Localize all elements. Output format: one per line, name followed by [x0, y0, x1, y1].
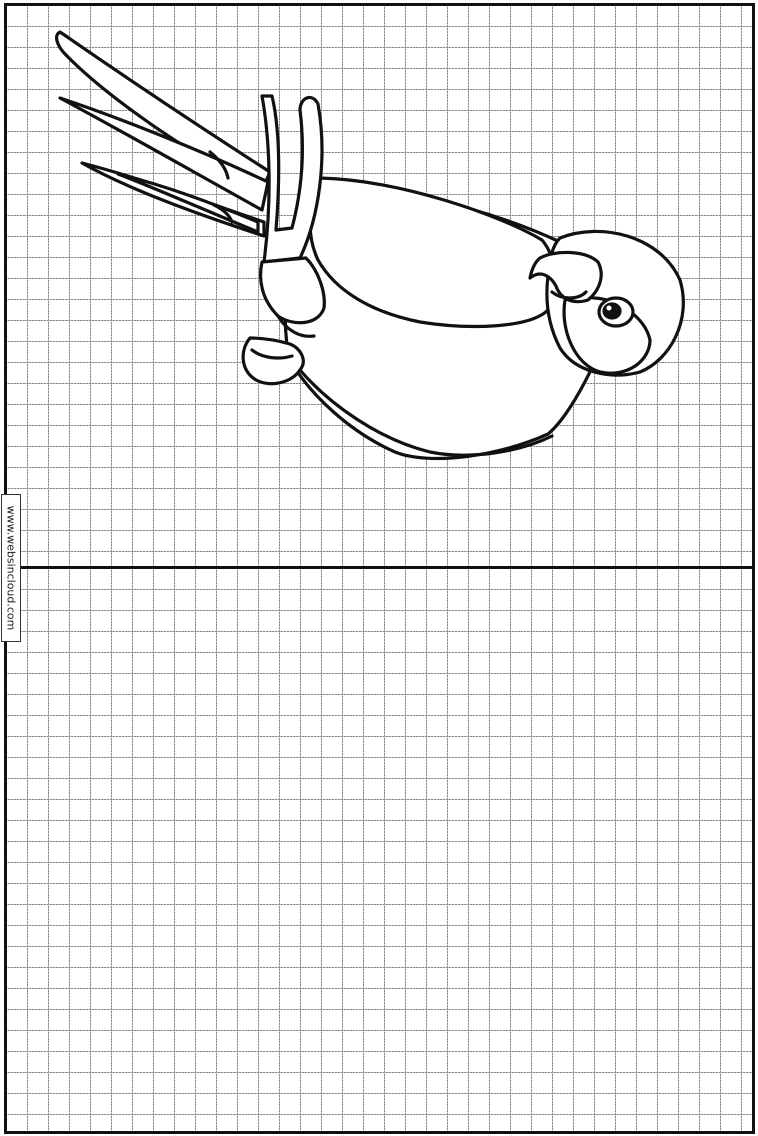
tail-feather-base [116, 172, 260, 234]
beak-detail [550, 290, 588, 300]
watermark-text: www.websincloud.com [4, 505, 18, 631]
parrot-claws [241, 336, 305, 386]
feather-detail-1 [208, 150, 230, 180]
watermark-label: www.websincloud.com [1, 494, 21, 642]
foot-grip [276, 314, 316, 338]
eye-highlight [606, 305, 612, 311]
feather-detail-2 [212, 203, 234, 224]
parrot-illustration [55, 30, 685, 461]
practice-grid [7, 569, 752, 1131]
parrot-pupil [602, 302, 622, 320]
parrot-leg [260, 94, 324, 264]
parrot-beak [528, 250, 603, 304]
parrot-wing [308, 176, 557, 329]
practice-panel[interactable] [4, 566, 755, 1134]
belly-line [298, 368, 554, 457]
claw-detail [250, 348, 294, 360]
parrot-foot [258, 256, 326, 325]
tail-feather-middle [58, 96, 270, 212]
